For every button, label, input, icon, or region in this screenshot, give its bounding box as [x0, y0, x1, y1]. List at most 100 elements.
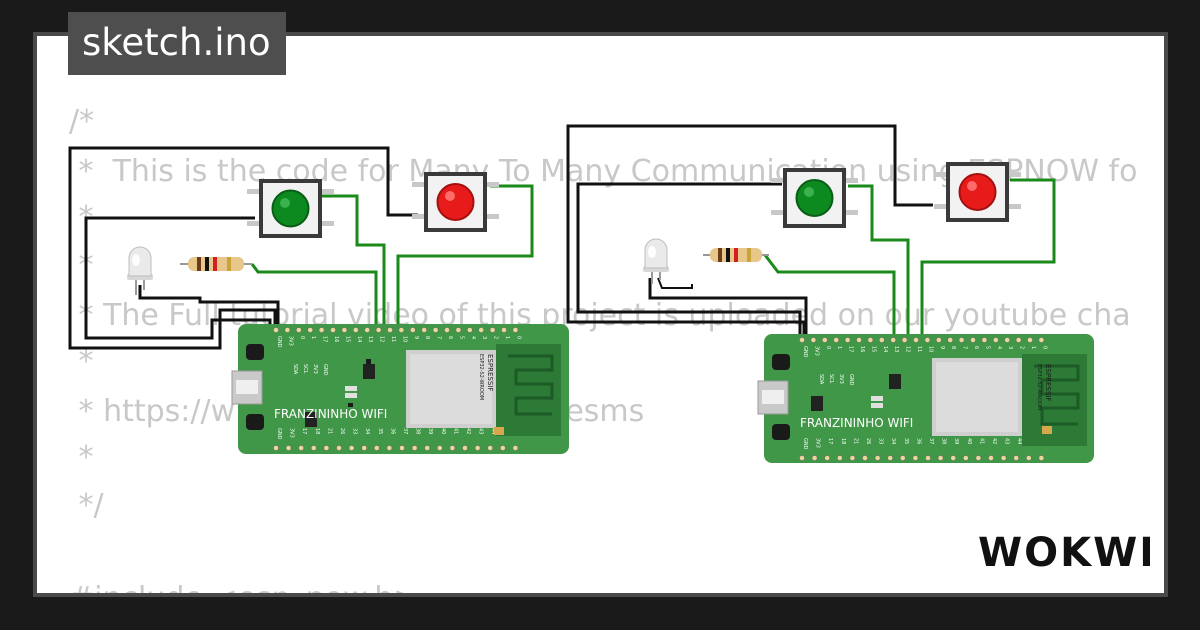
wire-green[interactable]: [920, 178, 1056, 344]
header-pin[interactable]: [962, 455, 969, 461]
wire-black[interactable]: [576, 182, 802, 344]
header-pin[interactable]: [849, 455, 856, 461]
header-pin[interactable]: [361, 445, 368, 451]
header-pin[interactable]: [913, 337, 919, 343]
pushbutton-green-icon[interactable]: [771, 168, 858, 228]
header-pin[interactable]: [449, 445, 456, 451]
wire-green[interactable]: [396, 184, 534, 334]
header-pin[interactable]: [424, 445, 431, 451]
header-pin[interactable]: [348, 445, 355, 451]
simulation-canvas[interactable]: /* * This is the code for Many To Many C…: [37, 36, 1164, 593]
header-pin[interactable]: [411, 445, 418, 451]
wire-black[interactable]: [68, 146, 418, 323]
boot-button[interactable]: [246, 414, 264, 430]
header-pin[interactable]: [878, 337, 885, 343]
header-pin[interactable]: [487, 445, 494, 451]
header-pin[interactable]: [1027, 337, 1033, 343]
header-pin[interactable]: [811, 455, 818, 461]
header-pin[interactable]: [273, 445, 279, 451]
header-pin[interactable]: [1004, 337, 1011, 343]
header-pin[interactable]: [1013, 455, 1020, 461]
header-pin[interactable]: [373, 445, 380, 451]
led-icon[interactable]: [643, 238, 669, 284]
header-pin[interactable]: [284, 327, 291, 333]
header-pin[interactable]: [947, 337, 954, 343]
header-pin[interactable]: [421, 327, 428, 333]
header-pin[interactable]: [444, 327, 450, 333]
header-pin[interactable]: [501, 327, 507, 333]
wire-green[interactable]: [322, 194, 386, 334]
header-pin[interactable]: [478, 327, 485, 333]
header-pin[interactable]: [330, 327, 336, 333]
header-pin[interactable]: [937, 455, 944, 461]
header-pin[interactable]: [874, 455, 881, 461]
wire-black[interactable]: [84, 216, 272, 340]
header-pin[interactable]: [1025, 455, 1032, 461]
wire-black[interactable]: [138, 285, 280, 334]
header-pin[interactable]: [489, 327, 496, 333]
header-pin[interactable]: [375, 327, 382, 333]
header-pin[interactable]: [336, 445, 342, 451]
header-pin[interactable]: [981, 337, 988, 343]
wire-black[interactable]: [648, 278, 808, 344]
pushbutton-red-icon[interactable]: [412, 172, 499, 232]
header-pin[interactable]: [323, 445, 330, 451]
header-pin[interactable]: [912, 455, 919, 461]
header-pin[interactable]: [352, 327, 359, 333]
wire-green[interactable]: [848, 184, 910, 344]
file-tab[interactable]: sketch.ino: [68, 12, 286, 75]
header-pin[interactable]: [466, 327, 473, 333]
header-pin[interactable]: [890, 337, 897, 343]
header-pin[interactable]: [1015, 337, 1022, 343]
header-pin[interactable]: [925, 455, 931, 461]
reset-button[interactable]: [246, 344, 264, 360]
boot-button[interactable]: [772, 424, 790, 440]
header-pin[interactable]: [836, 455, 843, 461]
header-pin[interactable]: [799, 455, 805, 461]
header-pin[interactable]: [399, 445, 405, 451]
led-icon[interactable]: [127, 246, 153, 295]
header-pin[interactable]: [386, 445, 393, 451]
pushbutton-green-icon[interactable]: [247, 179, 334, 238]
resistor-icon[interactable]: [703, 248, 769, 262]
header-pin[interactable]: [799, 337, 805, 343]
header-pin[interactable]: [310, 445, 317, 451]
header-pin[interactable]: [474, 445, 481, 451]
header-pin[interactable]: [887, 455, 894, 461]
wire-green[interactable]: [763, 254, 896, 344]
header-pin[interactable]: [988, 455, 994, 461]
header-pin[interactable]: [318, 327, 325, 333]
resistor-icon[interactable]: [180, 257, 252, 271]
header-pin[interactable]: [824, 455, 831, 461]
wire-black[interactable]: [657, 277, 693, 289]
header-pin[interactable]: [899, 455, 906, 461]
header-pin[interactable]: [364, 327, 371, 333]
header-pin[interactable]: [512, 445, 519, 451]
header-pin[interactable]: [432, 327, 439, 333]
header-pin[interactable]: [512, 327, 519, 333]
header-pin[interactable]: [970, 337, 976, 343]
header-pin[interactable]: [1000, 455, 1007, 461]
header-pin[interactable]: [409, 327, 416, 333]
wire-black[interactable]: [566, 312, 806, 344]
header-pin[interactable]: [499, 445, 506, 451]
header-pin[interactable]: [862, 455, 868, 461]
header-pin[interactable]: [935, 337, 942, 343]
header-pin[interactable]: [285, 445, 292, 451]
wokwi-logo[interactable]: WOKWI: [975, 522, 1150, 580]
pushbutton-red-icon[interactable]: [934, 162, 1021, 222]
header-pin[interactable]: [273, 327, 279, 333]
reset-button[interactable]: [772, 354, 790, 370]
header-pin[interactable]: [1038, 455, 1045, 461]
header-pin[interactable]: [901, 337, 908, 343]
header-pin[interactable]: [958, 337, 965, 343]
header-pin[interactable]: [307, 327, 314, 333]
header-pin[interactable]: [844, 337, 851, 343]
header-pin[interactable]: [924, 337, 931, 343]
wire-black[interactable]: [68, 308, 277, 350]
wire-black[interactable]: [566, 124, 933, 312]
header-pin[interactable]: [462, 445, 468, 451]
header-pin[interactable]: [992, 337, 999, 343]
